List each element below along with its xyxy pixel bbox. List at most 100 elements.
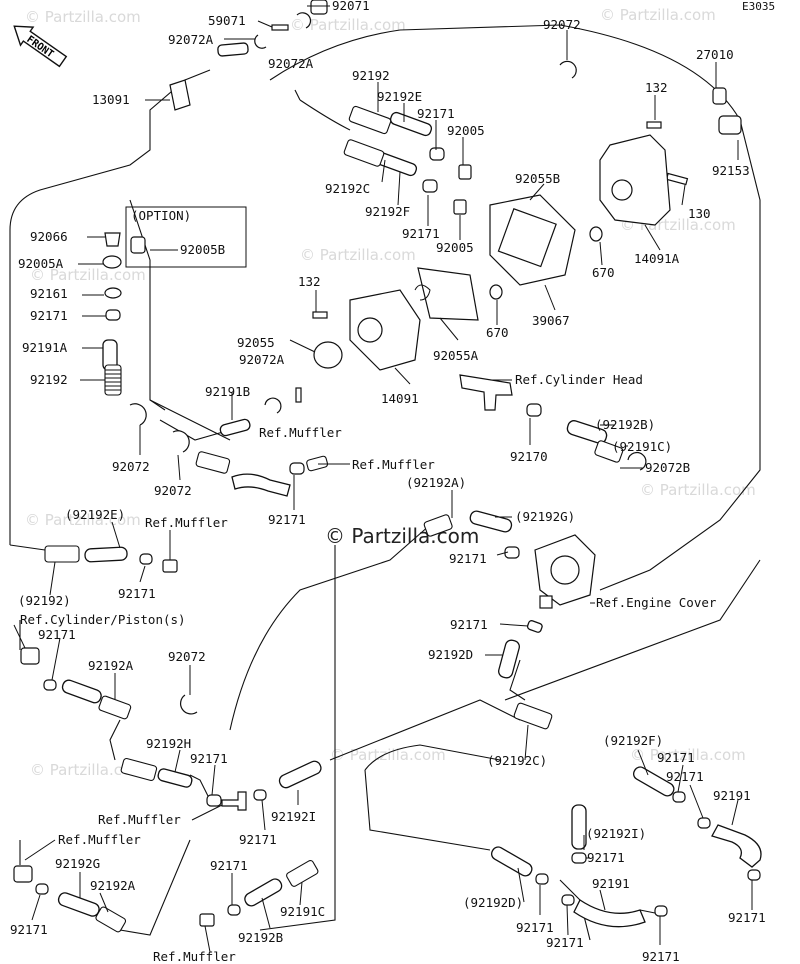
- label-92005B: 92005B: [180, 242, 225, 257]
- clamp-92072B: [627, 452, 647, 471]
- housing-92055B-inner: [497, 208, 557, 268]
- clamp-92171-n: [227, 904, 241, 916]
- label-92192E: 92192E: [377, 89, 422, 104]
- tee-fitting: [221, 791, 247, 811]
- spring-92192: [348, 105, 392, 135]
- label-14091: 14091: [381, 391, 419, 406]
- fitting-muffler-3: [162, 559, 178, 573]
- part-labels: 59071 92071 92072A 92072A 92072 27010 13…: [10, 0, 766, 964]
- hose-92192B: [566, 420, 608, 444]
- label-92171: 92171: [118, 586, 156, 601]
- clamp-92171-h: [206, 794, 222, 807]
- label-92072A: 92072A: [268, 56, 314, 71]
- hose-92192D: [498, 639, 520, 679]
- route-line: [299, 99, 351, 131]
- engine-cover-port: [550, 555, 580, 585]
- hose-92192H: [157, 768, 193, 788]
- fitting-muffler-6: [199, 913, 215, 927]
- watermarks: © Partzilla.com © Partzilla.com © Partzi…: [25, 6, 756, 779]
- clamp-92072-l1: [129, 403, 147, 426]
- cover-14091A: [599, 134, 671, 226]
- label-92171: 92171: [38, 627, 76, 642]
- label-39067: 39067: [532, 313, 570, 328]
- label-92171: 92171: [210, 858, 248, 873]
- label-13091: 13091: [92, 92, 130, 107]
- hose-92192E-low: [84, 546, 128, 563]
- route-line: [364, 744, 501, 771]
- pipe-cyl-head: [459, 374, 513, 411]
- route-line: [9, 69, 211, 545]
- label-92171: 92171: [450, 617, 488, 632]
- clamp-92072-top: [559, 60, 577, 79]
- bolt-59071: [271, 24, 289, 31]
- hose-92192I-low: [571, 804, 587, 850]
- label-92192E: (92192E): [65, 507, 125, 522]
- route-line: [294, 89, 301, 101]
- label-92066: 92066: [30, 229, 68, 244]
- label-92171: 92171: [666, 769, 704, 784]
- label-27010: 27010: [696, 47, 734, 62]
- hose-curved-92191: [573, 899, 646, 928]
- label-92055B: 92055B: [515, 171, 560, 186]
- gasket-loop: [414, 284, 431, 301]
- label-92171: 92171: [402, 226, 440, 241]
- label-92005: 92005: [447, 123, 485, 138]
- oring-92055: [313, 341, 343, 369]
- label-92192H: 92192H: [146, 736, 191, 751]
- label-92192C: 92192C: [325, 181, 370, 196]
- label-670: 670: [592, 265, 615, 280]
- label-92072B: 92072B: [645, 460, 690, 475]
- hose-92192I: [278, 760, 322, 789]
- label-92072A: 92072A: [168, 32, 214, 47]
- route-line: [329, 699, 521, 761]
- cap-13091: [169, 79, 191, 111]
- fitting-cyl-piston: [20, 647, 40, 665]
- label-130: 130: [688, 206, 711, 221]
- label-92192G: 92192G: [55, 856, 100, 871]
- label-92171: 92171: [516, 920, 554, 935]
- hose-routing-lines: [9, 24, 761, 941]
- label-92192: (92192): [18, 593, 71, 608]
- label-92072A: 92072A: [239, 352, 285, 367]
- hose-parts: [57, 42, 762, 928]
- cover-14091A-port: [611, 179, 633, 201]
- ref-muffler: Ref.Muffler: [145, 515, 228, 530]
- hose-92191B: [219, 418, 251, 437]
- clamp-92072-low: [179, 694, 198, 715]
- label-92161: 92161: [30, 286, 68, 301]
- watermark-text: © Partzilla.com: [600, 6, 716, 24]
- label-92072: 92072: [154, 483, 192, 498]
- label-92192A: 92192A: [88, 658, 134, 673]
- label-92171: 92171: [728, 910, 766, 925]
- label-92171: 92171: [239, 832, 277, 847]
- label-132: 132: [645, 80, 668, 95]
- label-670: 670: [486, 325, 509, 340]
- fitting-92005B: [130, 236, 146, 254]
- label-92072: 92072: [168, 649, 206, 664]
- clamp-92072A-mid: [264, 397, 282, 414]
- label-92171: 92171: [417, 106, 455, 121]
- fitting-92071: [310, 0, 328, 15]
- label-92170: 92170: [510, 449, 548, 464]
- hose-92192G-low: [57, 892, 100, 917]
- spring-92192C: [343, 139, 385, 167]
- oring-670-b: [489, 284, 503, 300]
- label-92171: 92171: [30, 308, 68, 323]
- label-92055A: 92055A: [433, 348, 479, 363]
- label-59071: 59071: [208, 13, 246, 28]
- option-box: [125, 206, 247, 268]
- clamp-92171-g: [43, 679, 57, 691]
- label-92072: 92072: [543, 17, 581, 32]
- sensor-27010: [712, 87, 727, 105]
- bolt-132-mid: [312, 311, 328, 319]
- housing-14091-port: [357, 317, 383, 343]
- clamp-92072-l2: [172, 430, 190, 453]
- spring-92192C-low: [513, 702, 553, 730]
- clamp-parts: [13, 0, 761, 927]
- clamp-92171-l: [697, 817, 711, 829]
- clamp-92170: [526, 403, 542, 417]
- hose-curved-92191-right: [711, 824, 762, 868]
- hose-92192E: [389, 111, 433, 137]
- diagram-code: E3035: [742, 0, 775, 13]
